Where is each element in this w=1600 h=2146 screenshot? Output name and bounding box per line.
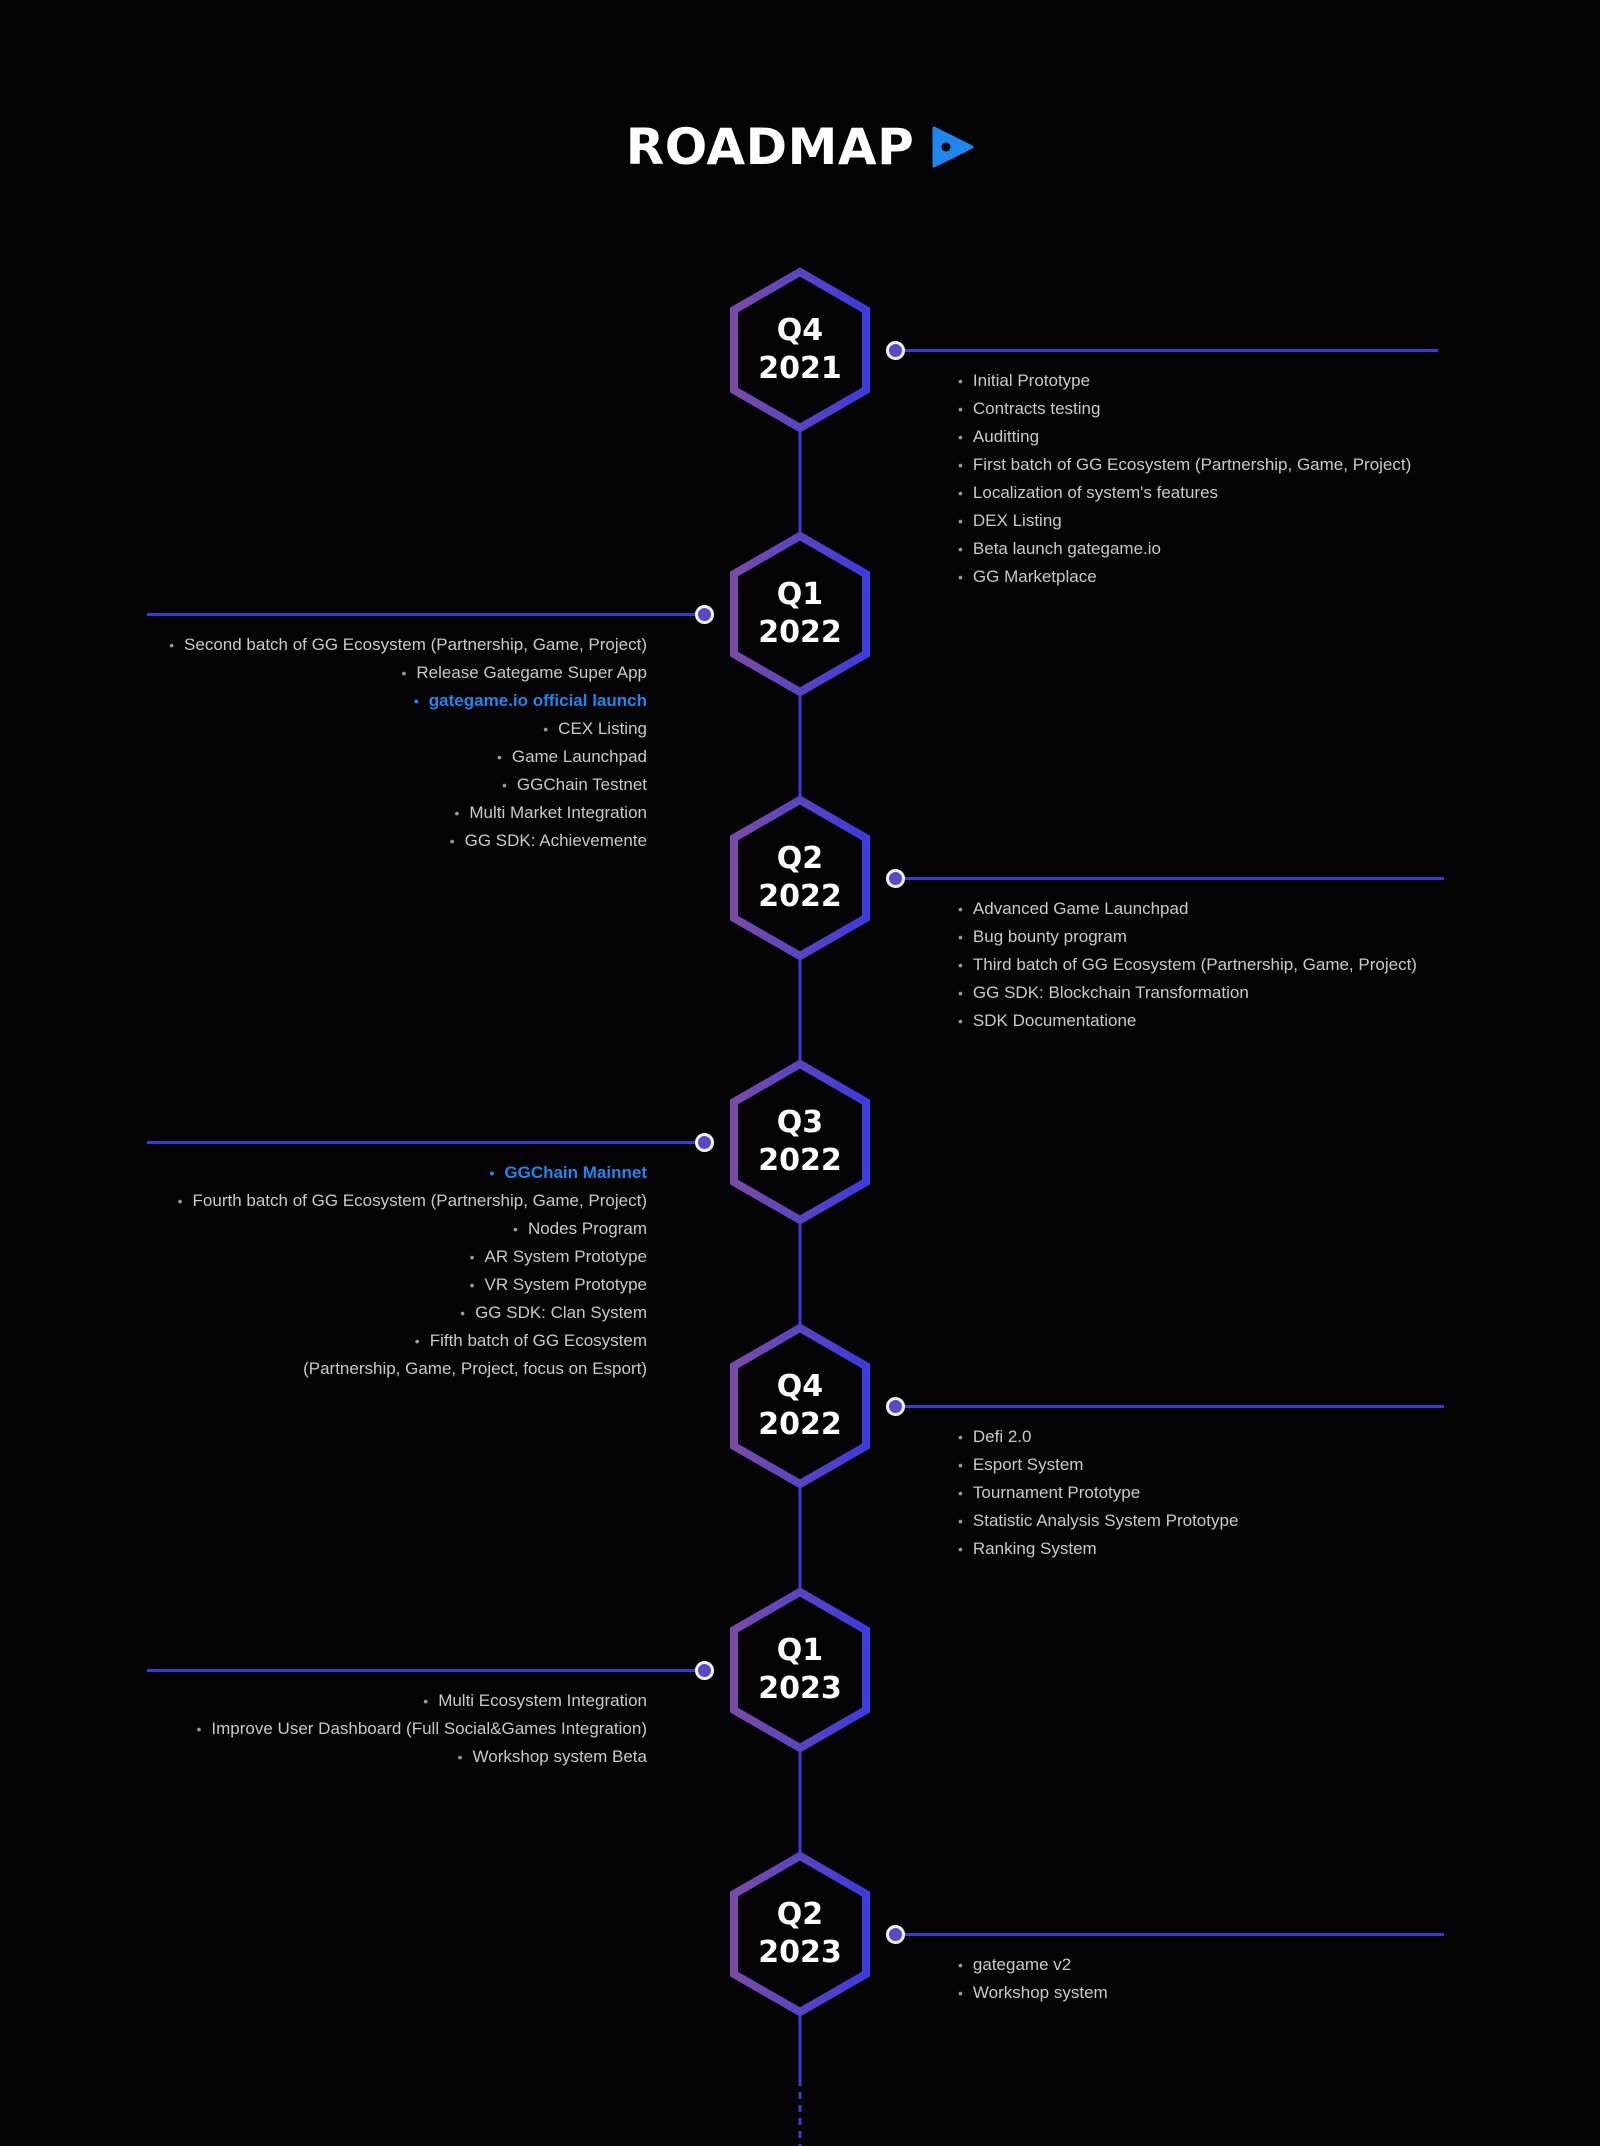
header: ROADMAP [0,118,1600,176]
milestone-item: SDK Documentatione [958,1007,1417,1035]
milestone-item: DEX Listing [958,507,1411,535]
milestone-year: 2022 [758,879,842,914]
milestone-item: Improve User Dashboard (Full Social&Game… [197,1715,647,1743]
milestone-dot [886,869,905,888]
milestone-item: VR System Prototype [178,1271,647,1299]
milestone-connector-line [895,1405,1444,1408]
milestone-quarter: Q4 [776,313,824,348]
milestone-connector-line [147,1141,705,1144]
milestone-dot [695,1133,714,1152]
milestone-dot [886,1925,905,1944]
hexagon-shape [730,531,870,697]
milestone-year: 2022 [758,615,842,650]
milestone-item: GG SDK: Achievemente [169,827,647,855]
milestone-item: Fifth batch of GG Ecosystem [178,1327,647,1355]
milestone-quarter: Q4 [776,1369,824,1404]
milestone-item: Defi 2.0 [958,1423,1238,1451]
page-title: ROADMAP [625,118,915,176]
milestone-dot [886,1397,905,1416]
milestone-item: AR System Prototype [178,1243,647,1271]
milestone-item: Contracts testing [958,395,1411,423]
milestone-item: GG SDK: Clan System [178,1299,647,1327]
milestone-connector-line [895,349,1438,352]
milestone-item-highlight: GGChain Mainnet [178,1159,647,1187]
milestone-quarter: Q2 [776,841,824,876]
milestone-item: Statistic Analysis System Prototype [958,1507,1239,1535]
milestone-item: Multi Ecosystem Integration [197,1687,647,1715]
milestone-item: Esport System [958,1451,1238,1479]
milestone-dot [886,341,905,360]
milestone-item: Ranking System [958,1535,1238,1563]
milestone-item: GG SDK: Blockchain Transformation [958,979,1417,1007]
milestone-year: 2022 [758,1143,842,1178]
milestone-dot [695,1661,714,1680]
milestone-item: Multi Market Integration [169,799,647,827]
milestone-item: Nodes Program [178,1215,647,1243]
hexagon-shape [730,795,870,961]
milestone-year: 2023 [758,1935,842,1970]
milestone-item: Tournament Prototype [958,1479,1238,1507]
milestone-item: Initial Prototype [958,367,1411,395]
hexagon-shape [730,1059,870,1225]
milestone-quarter: Q3 [776,1105,824,1140]
milestone-item-list: gategame v2Workshop system [958,1951,1108,2007]
milestone-item: Game Launchpad [169,743,647,771]
hexagon-shape [730,267,870,433]
milestone-year: 2021 [758,351,842,386]
milestone-item-list: GGChain MainnetFourth batch of GG Ecosys… [178,1159,647,1383]
milestone-item-list: Multi Ecosystem IntegrationImprove User … [197,1687,647,1771]
milestone-item: Auditting [958,423,1411,451]
milestone-connector-line [895,1933,1444,1936]
milestone-connector-line [895,877,1444,880]
milestone-item-list: Defi 2.0Esport SystemTournament Prototyp… [958,1423,1239,1563]
milestone-item: Beta launch gategame.io [958,535,1411,563]
hexagon-shape [730,1587,870,1753]
milestone-item: Bug bounty program [958,923,1417,951]
milestone-item: Release Gategame Super App [169,659,647,687]
milestone-item-list: Advanced Game LaunchpadBug bounty progra… [958,895,1417,1035]
milestone-connector-line [147,1669,705,1672]
milestone-item: CEX Listing [169,715,647,743]
milestone-item-highlight: gategame.io official launch [169,687,647,715]
milestone-quarter: Q1 [776,1633,824,1668]
milestone-item: GGChain Testnet [169,771,647,799]
milestone-item: Localization of system's features [958,479,1411,507]
milestone-quarter: Q1 [776,577,824,612]
milestone-quarter: Q2 [776,1897,824,1932]
milestone-connector-line [147,613,705,616]
milestone-dot [695,605,714,624]
milestone-item: First batch of GG Ecosystem (Partnership… [958,451,1411,479]
milestone-year: 2023 [758,1671,842,1706]
hexagon-shape [730,1323,870,1489]
milestone-item: Third batch of GG Ecosystem (Partnership… [958,951,1417,979]
milestone-item: Second batch of GG Ecosystem (Partnershi… [169,631,647,659]
milestone-item: GG Marketplace [958,563,1411,591]
milestone-year: 2022 [758,1407,842,1442]
milestone-item: (Partnership, Game, Project, focus on Es… [303,1359,647,1378]
milestone-item: Advanced Game Launchpad [958,895,1417,923]
milestone-item: gategame v2 [958,1951,1108,1979]
hexagon-shape [730,1851,870,2017]
milestone-item: Workshop system [958,1979,1108,2007]
milestone-item: Fourth batch of GG Ecosystem (Partnershi… [178,1187,647,1215]
milestone-item-list: Second batch of GG Ecosystem (Partnershi… [169,631,647,855]
milestone-item-list: Initial PrototypeContracts testingAuditt… [958,367,1411,591]
play-arrow-logo-icon [932,126,974,168]
milestone-item: Workshop system Beta [197,1743,647,1771]
